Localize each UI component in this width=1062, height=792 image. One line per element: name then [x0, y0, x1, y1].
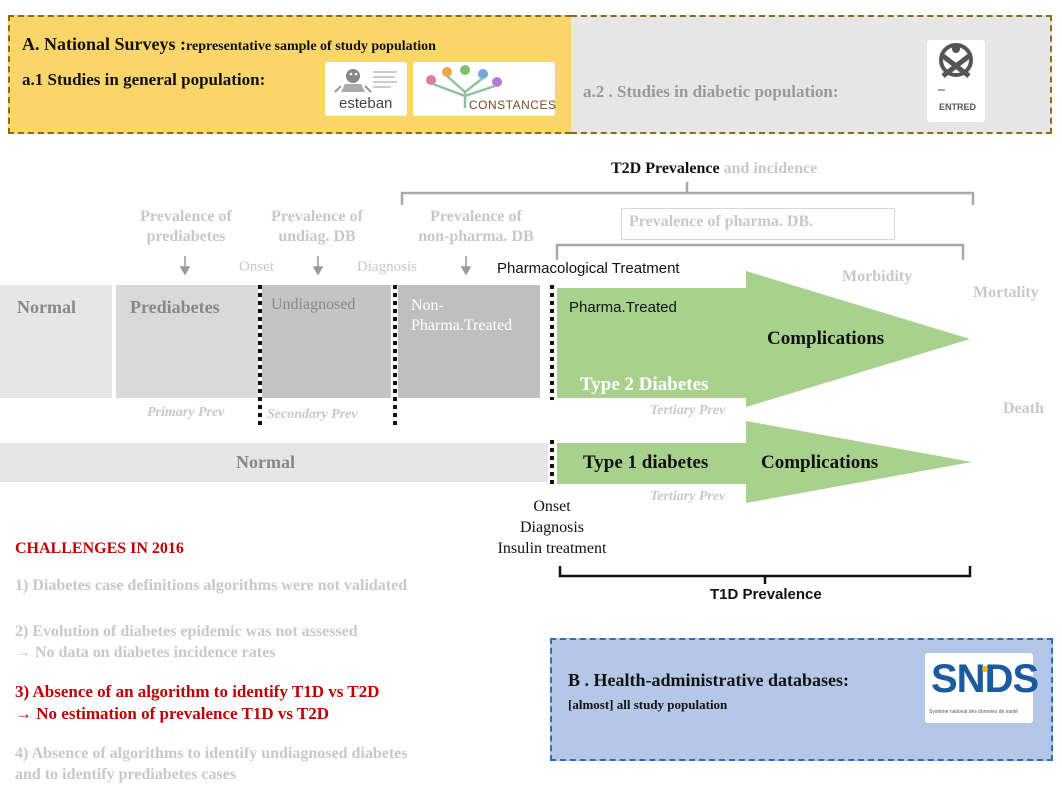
type2-diabetes-label: Type 2 Diabetes [580, 374, 709, 395]
stage-normal-t1 [0, 443, 548, 482]
stage-non-pharma-line1: Non- [411, 297, 444, 314]
t1d-prevalence-label: T1D Prevalence [710, 586, 822, 603]
esteban-logo-text: esteban [339, 95, 393, 112]
pharma-prevalence-box [621, 208, 895, 240]
onset-label: Onset [239, 259, 274, 275]
stage-non-pharma-line2: Pharma.Treated [411, 317, 513, 334]
esteban-logo: esteban [325, 62, 407, 116]
snds-logo-text: SNDS [931, 657, 1039, 701]
prevalence-prediabetes-label: Prevalence of prediabetes [103, 207, 269, 247]
prevalence-undiag-line1: Prevalence of [271, 208, 363, 225]
t2d-header-light: and incidence [719, 160, 818, 177]
stage-normal-label: Normal [17, 297, 76, 317]
challenge-item-4: 4) Absence of algorithms to identify und… [15, 743, 407, 785]
stage-normal-t1-label: Normal [236, 452, 295, 472]
challenge-item-3-line1: 3) Absence of an algorithm to identify T… [15, 682, 380, 701]
t1-event-onset: Onset [533, 498, 571, 515]
stage-prediabetes [116, 285, 258, 398]
challenge-item-2-line1: 2) Evolution of diabetes epidemic was no… [15, 623, 358, 640]
constances-tree-icon [426, 65, 502, 108]
pharma-prevalence-label: Prevalence of pharma. DB. [629, 213, 814, 230]
complications-t1-label: Complications [761, 452, 879, 473]
constances-logo: CONSTANCES [413, 62, 557, 116]
stage-prediabetes-label: Prediabetes [130, 297, 220, 317]
death-label: Death [1003, 400, 1044, 417]
stage-normal [0, 285, 112, 398]
entred-figure-icon [938, 43, 973, 91]
prevalence-non-pharma-label: Prevalence of non-pharma. DB [396, 207, 556, 247]
health-databases-subtitle: [almost] all study population [568, 697, 728, 712]
t2d-header-bold: T2D Prevalence [611, 160, 720, 177]
entred-logo-text: ENTRED [939, 102, 977, 112]
type1-diabetes-label: Type 1 diabetes [583, 452, 709, 473]
challenge-item-3: 3) Absence of an algorithm to identify T… [15, 681, 379, 725]
pharma-treated-label: Pharma.Treated [569, 299, 677, 316]
surveys-title-main: A. National Surveys : [22, 34, 187, 54]
morbidity-label: Morbidity [842, 268, 913, 285]
prevalence-non-pharma-line2: non-pharma. DB [418, 228, 534, 245]
challenge-item-1: 1) Diabetes case definitions algorithms … [15, 577, 408, 594]
secondary-prev-label: Secondary Prev [267, 407, 358, 422]
t2d-arrow [557, 271, 970, 407]
primary-prev-label: Primary Prev [147, 405, 225, 420]
stage-undiagnosed-label: Undiagnosed [271, 296, 356, 313]
stage-non-pharma [398, 285, 540, 398]
stage-undiagnosed [262, 285, 391, 398]
t2d-prevalence-header: T2D Prevalence and incidence [611, 160, 817, 178]
challenge-item-2: 2) Evolution of diabetes epidemic was no… [15, 621, 358, 663]
tertiary-prev-t1-label: Tertiary Prev [650, 489, 726, 504]
health-databases-title: B . Health-administrative databases: [568, 670, 849, 690]
constances-logo-text: CONSTANCES [469, 98, 557, 112]
challenge-item-3-line2: → No estimation of prevalence T1D vs T2D [15, 704, 330, 723]
prevalence-prediabetes-line1: Prevalence of [140, 208, 232, 225]
esteban-figure-icon [334, 69, 397, 93]
general-population-label: a.1 Studies in general population: [22, 70, 266, 89]
challenge-item-2-line2: → No data on diabetes incidence rates [15, 644, 276, 661]
t1-event-diagnosis: Diagnosis [520, 519, 584, 536]
diagnosis-label: Diagnosis [357, 259, 417, 275]
snds-logo: SNDS Système national des données de san… [925, 653, 1039, 723]
mortality-label: Mortality [973, 284, 1039, 301]
snds-logo-caption: Système national des données de santé [929, 709, 1018, 715]
complications-label: Complications [767, 328, 885, 349]
stage-non-pharma-label: Non- Pharma.Treated [411, 296, 512, 336]
snds-logo-dot [982, 666, 988, 672]
challenges-title: CHALLENGES IN 2016 [15, 540, 184, 557]
challenge-item-4-line1: 4) Absence of algorithms to identify und… [15, 745, 408, 762]
entred-logo: ENTRED [927, 40, 985, 122]
pharma-treatment-label: Pharmacological Treatment [497, 260, 680, 277]
t1-event-insulin: Insulin treatment [497, 540, 607, 557]
prevalence-undiag-label: Prevalence of undiag. DB [262, 207, 372, 247]
prevalence-non-pharma-line1: Prevalence of [430, 208, 522, 225]
surveys-title-sub: representative sample of study populatio… [186, 39, 436, 54]
tertiary-prev-label: Tertiary Prev [650, 403, 726, 418]
diabetic-population-label: a.2 . Studies in diabetic population: [583, 82, 839, 101]
prevalence-undiag-line2: undiag. DB [278, 228, 356, 245]
t1-events: Onset Diagnosis Insulin treatment [448, 496, 656, 559]
national-surveys-title: A. National Surveys :representative samp… [22, 34, 436, 55]
challenge-item-4-line2: and to identify prediabetes cases [15, 766, 237, 783]
prevalence-prediabetes-line2: prediabetes [146, 228, 226, 245]
t1d-arrow [557, 421, 972, 503]
